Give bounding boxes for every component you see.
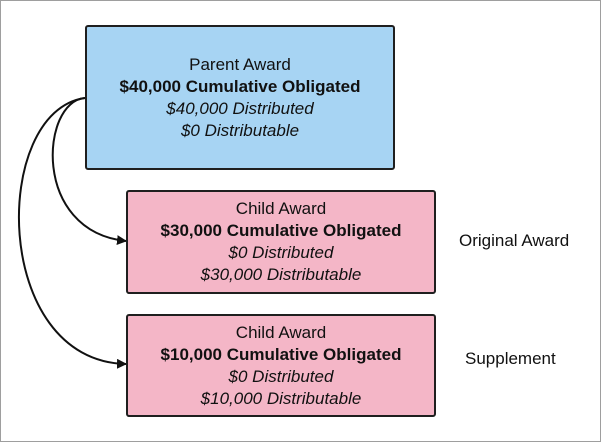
child-award-title: Child Award [235, 322, 327, 342]
child-award-obligated: $10,000 Cumulative Obligated [160, 344, 402, 364]
parent-award-distributed: $40,000 Distributed [166, 98, 314, 118]
child-award-distributed: $0 Distributed [228, 366, 334, 386]
arrow-to-supplement [17, 97, 127, 369]
parent-award-distributable: $0 Distributable [180, 120, 300, 140]
child-award-original-box: Child Award $30,000 Cumulative Obligated… [126, 190, 436, 294]
child-award-distributed: $0 Distributed [228, 243, 334, 262]
child-award-title: Child Award [235, 199, 327, 218]
original-award-label: Original Award [459, 231, 570, 250]
supplement-label: Supplement [465, 349, 556, 368]
parent-award-obligated: $40,000 Cumulative Obligated [119, 76, 361, 96]
child-award-obligated: $30,000 Cumulative Obligated [160, 221, 402, 240]
arrow-to-original-award [51, 97, 127, 246]
parent-award-title: Parent Award [189, 54, 291, 74]
child-award-distributable: $10,000 Distributable [200, 388, 362, 408]
parent-award-box: Parent Award $40,000 Cumulative Obligate… [85, 25, 395, 170]
child-award-supplement-box: Child Award $10,000 Cumulative Obligated… [126, 314, 436, 417]
child-award-distributable: $30,000 Distributable [200, 265, 362, 284]
